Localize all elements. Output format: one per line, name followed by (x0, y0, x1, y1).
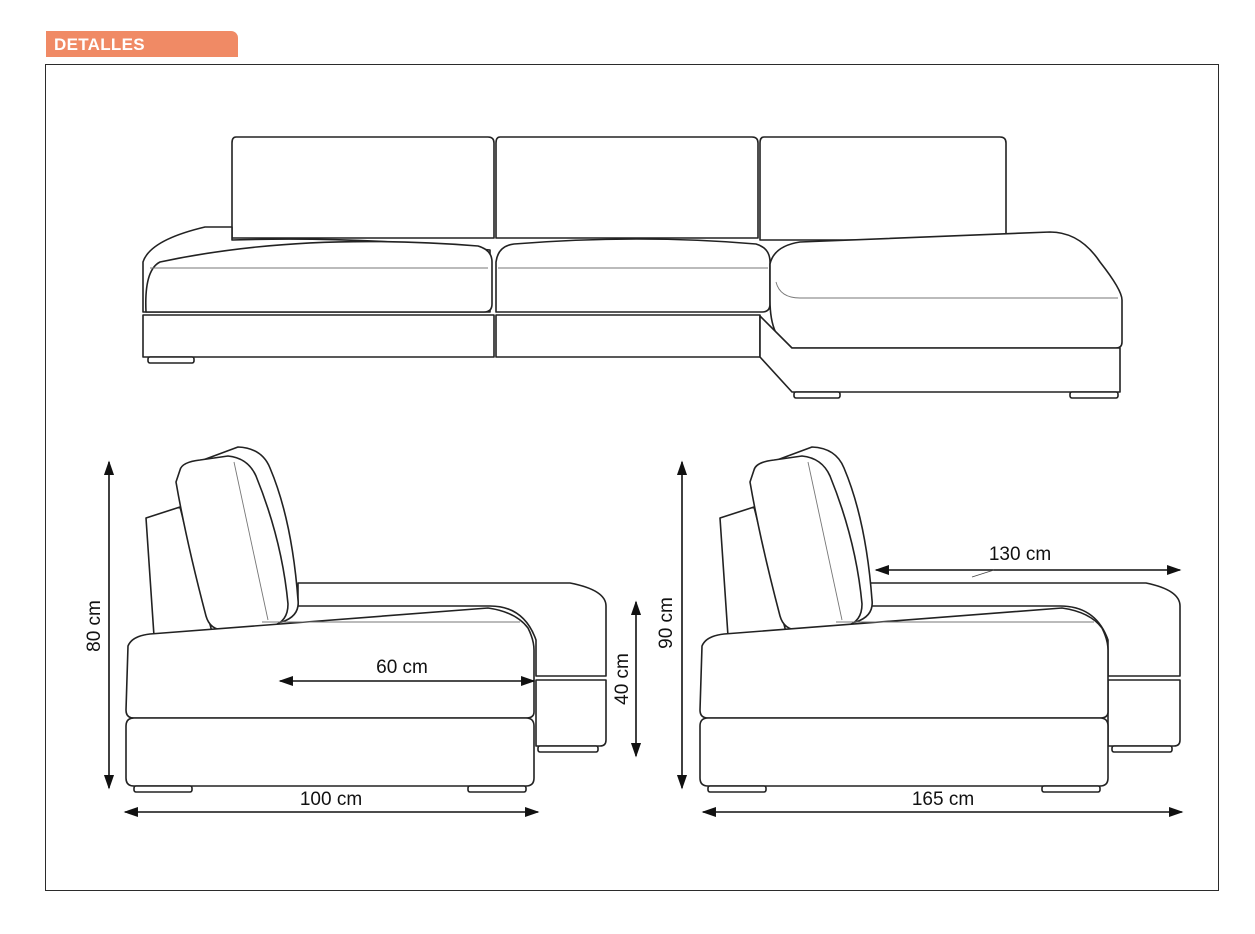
section-tab-label: DETALLES (54, 35, 145, 54)
dimension-label-80: 80 cm (84, 600, 105, 652)
diagram-frame (45, 64, 1219, 891)
sofa-front-view (142, 136, 1123, 399)
dimension-depth-right: 165 cm (701, 789, 1184, 818)
dimension-seat-depth-left: 60 cm (278, 657, 536, 687)
dimension-seat-height-left: 40 cm (612, 600, 642, 758)
sofa-side-view-left (125, 446, 607, 793)
sofa-side-view-right (699, 446, 1181, 793)
dimension-height-left: 80 cm (84, 460, 115, 790)
dimension-label-165: 165 cm (912, 789, 974, 810)
section-tab: DETALLES (46, 31, 238, 57)
dimension-label-60: 60 cm (376, 657, 428, 678)
dimension-label-90: 90 cm (656, 597, 677, 649)
dimension-label-40: 40 cm (612, 653, 633, 705)
dimension-label-100: 100 cm (300, 789, 362, 810)
dimension-depth-left: 100 cm (123, 789, 540, 818)
dimension-height-right: 90 cm (656, 460, 688, 790)
dimension-chaise-depth-right: 130 cm (874, 544, 1182, 578)
dimension-label-130: 130 cm (989, 544, 1051, 565)
